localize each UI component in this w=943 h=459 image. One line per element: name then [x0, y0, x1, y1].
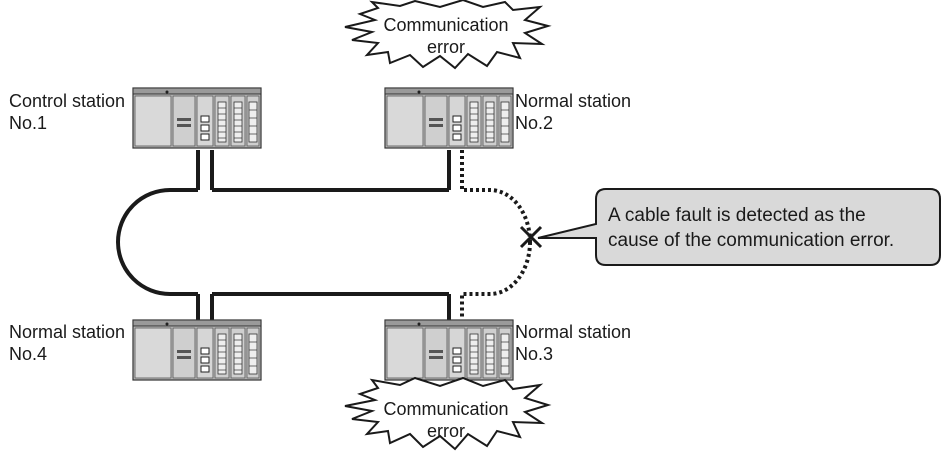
callout-line2: cause of the communication error. [608, 230, 895, 251]
error-top-line1: Communication [383, 15, 509, 35]
plc-station-4-icon [132, 319, 262, 381]
error-burst-bottom-icon [344, 376, 552, 451]
error-top-label: Communication error [346, 14, 546, 58]
cable-break-icon [519, 225, 543, 249]
station-3-label: Normal station No.3 [515, 321, 631, 365]
station-2-label-line1: Normal station [515, 91, 632, 111]
station-2-label-line2: No.2 [515, 113, 554, 133]
plc-station-2-icon [384, 87, 514, 149]
station-1-label: Control station No.1 [9, 90, 125, 134]
error-top-line2: error [426, 37, 465, 57]
plc-station-3-icon [384, 319, 514, 381]
station-4-label: Normal station No.4 [9, 321, 125, 365]
station-2-label: Normal station No.2 [515, 90, 631, 134]
callout-bubble [537, 188, 941, 266]
error-burst-top-icon [344, 0, 552, 70]
plc-station-1-icon [132, 87, 262, 149]
faulty-cable [460, 150, 532, 322]
station-3-label-line2: No.3 [515, 344, 554, 364]
station-1-label-line1: Control station [9, 91, 126, 111]
error-bottom-line2: error [426, 421, 465, 441]
callout-text: A cable fault is detected as the cause o… [608, 203, 938, 253]
station-1-label-line2: No.1 [9, 113, 48, 133]
ring-cable [116, 150, 451, 322]
station-3-label-line1: Normal station [515, 322, 632, 342]
station-4-label-line2: No.4 [9, 344, 48, 364]
callout-line1: A cable fault is detected as the [608, 205, 866, 226]
station-4-label-line1: Normal station [9, 322, 126, 342]
error-bottom-label: Communication error [346, 398, 546, 442]
error-bottom-line1: Communication [383, 399, 509, 419]
